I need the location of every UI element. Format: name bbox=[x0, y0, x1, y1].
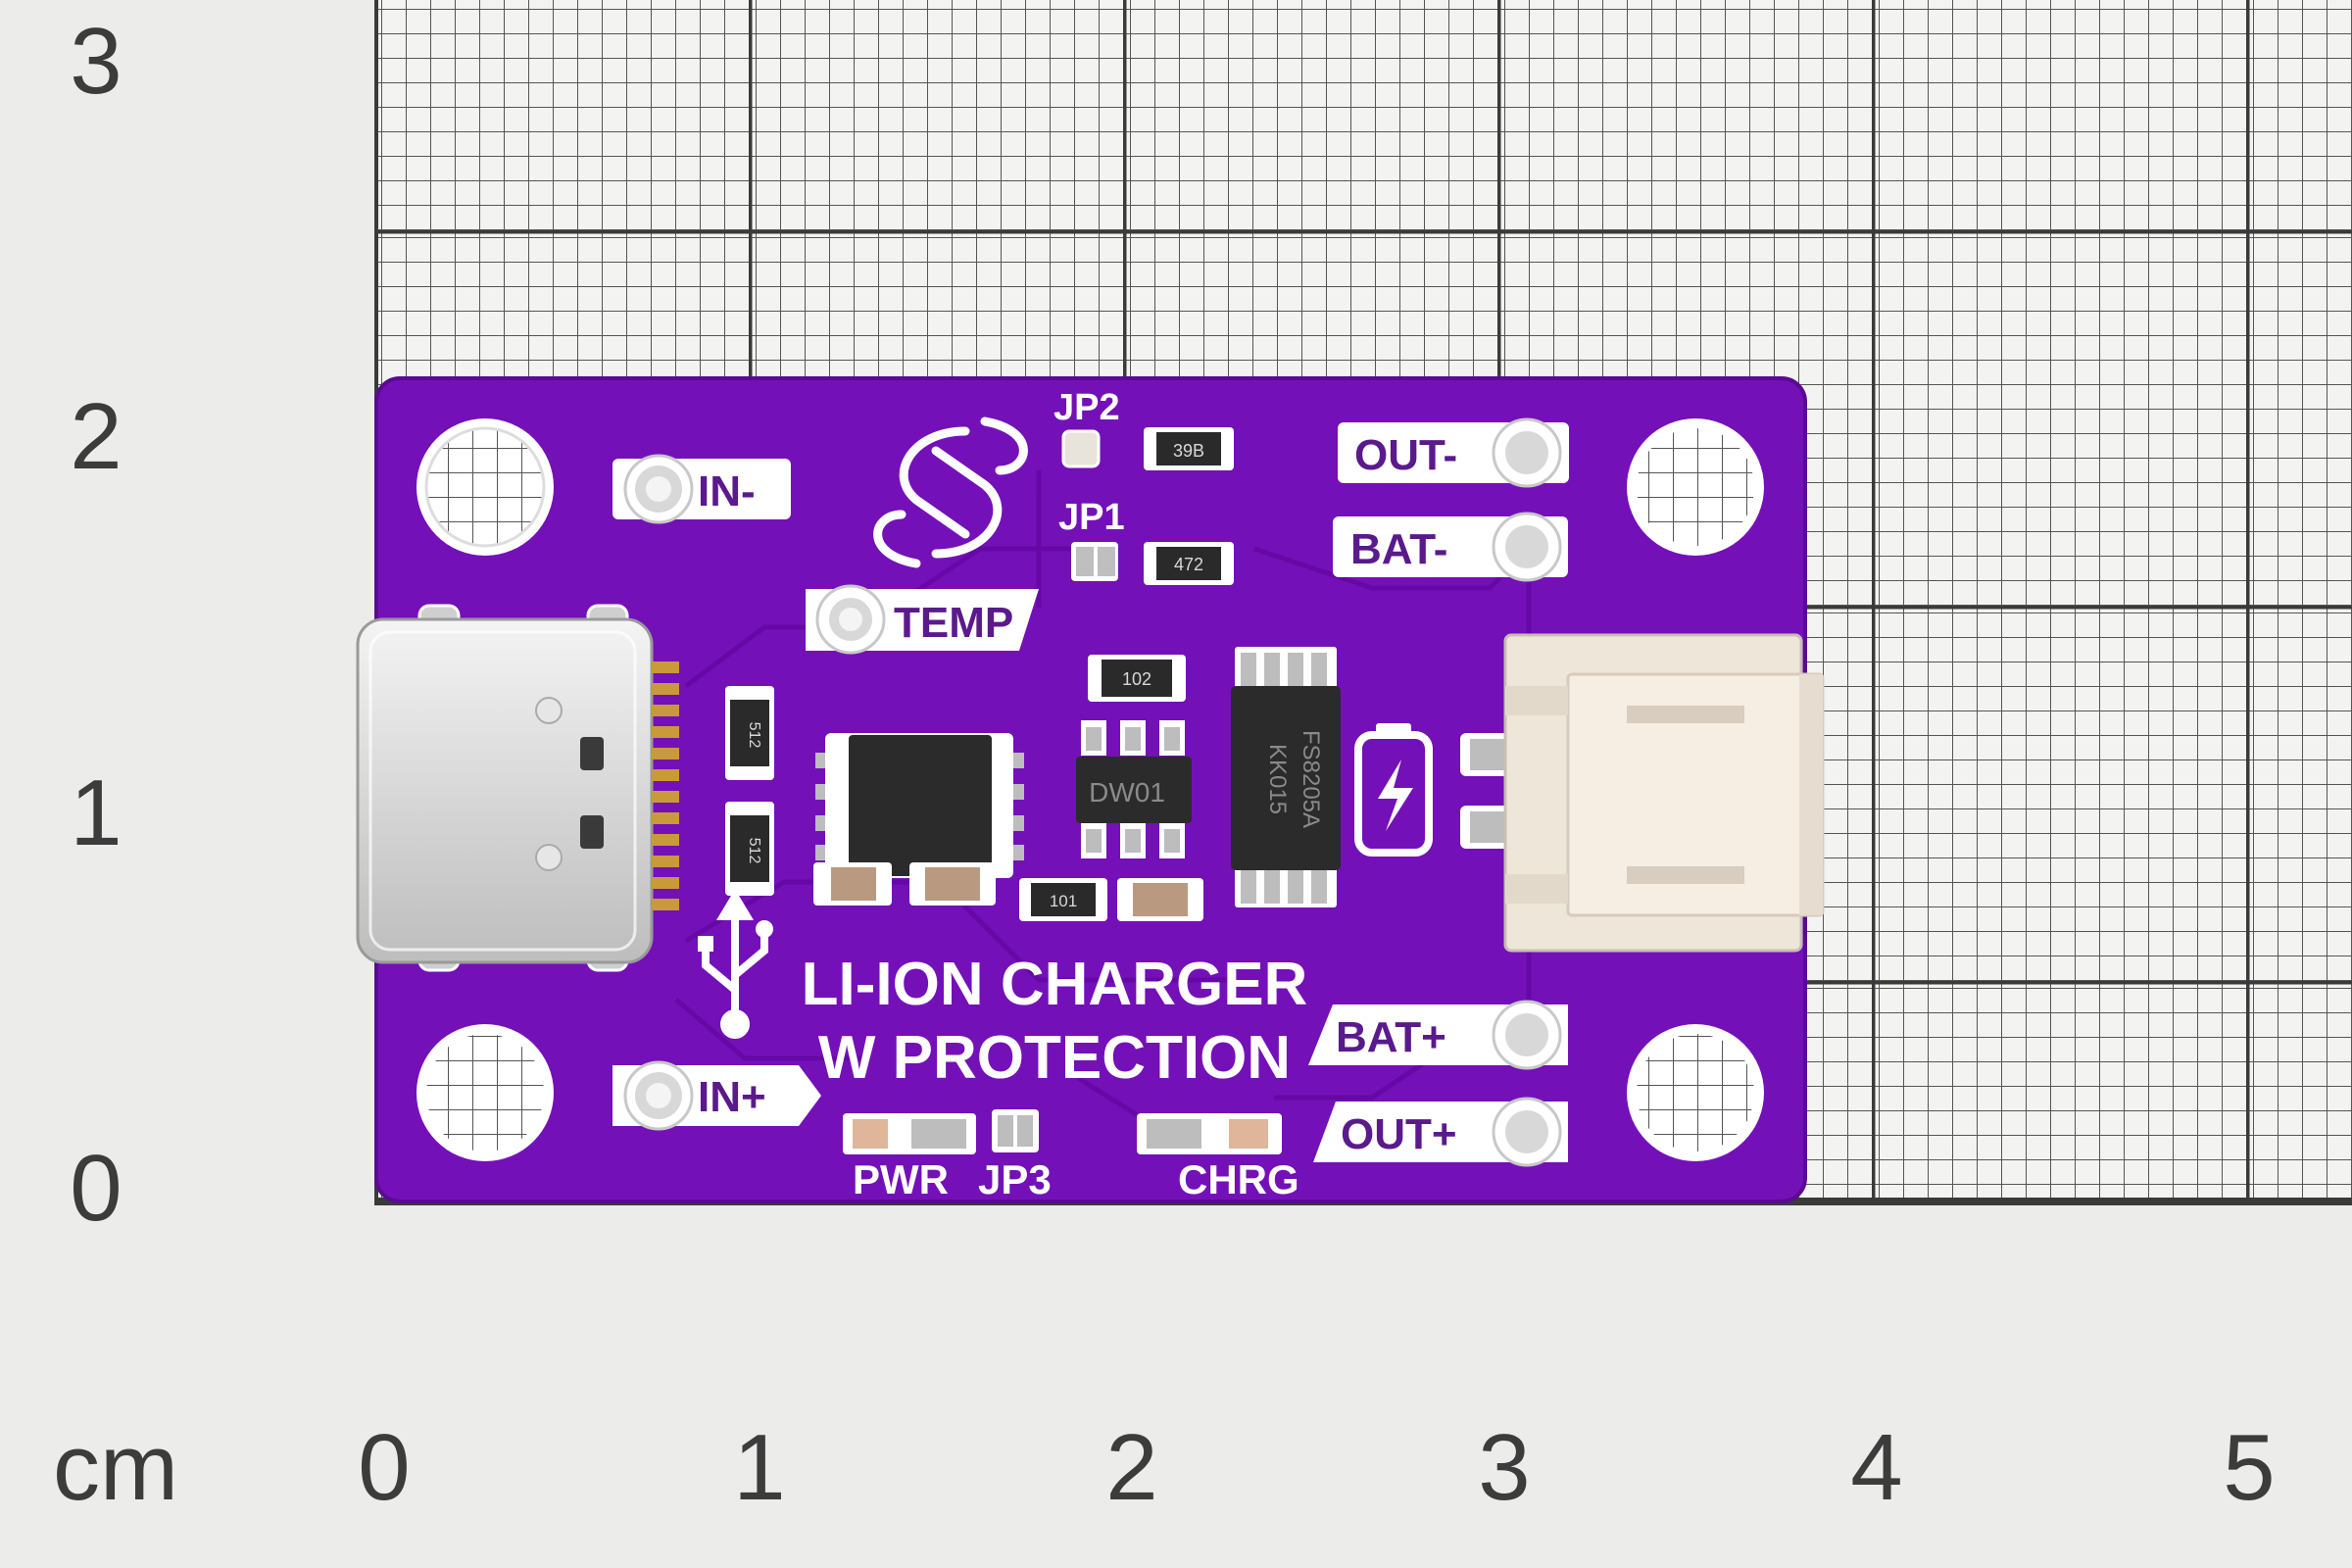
ruler-x-labels: cm 0 1 2 3 4 5 bbox=[53, 1415, 2276, 1520]
x-tick-1: 1 bbox=[733, 1415, 785, 1520]
usb-icon bbox=[698, 889, 773, 1039]
pad-in-minus: IN- bbox=[612, 454, 791, 524]
mosfet-marking-2: KK015 bbox=[1264, 744, 1291, 814]
label-in-minus: IN- bbox=[698, 467, 756, 515]
jst-battery-connector bbox=[1503, 633, 1825, 953]
pad-out-minus: OUT- bbox=[1338, 417, 1569, 488]
svg-text:102: 102 bbox=[1122, 669, 1152, 689]
x-tick-2: 2 bbox=[1105, 1415, 1157, 1520]
label-out-minus: OUT- bbox=[1354, 431, 1457, 479]
protection-ic-dw01: DW01 bbox=[1076, 720, 1192, 858]
led-pwr: PWR bbox=[843, 1113, 976, 1202]
resistor-101: 101 bbox=[1019, 878, 1107, 921]
board-title-line1: LI-ION CHARGER bbox=[802, 951, 1308, 1018]
jumper-jp1: JP1 472 bbox=[1058, 497, 1234, 585]
y-tick-0: 0 bbox=[70, 1136, 122, 1241]
mosfet-marking-1: FS8205A bbox=[1298, 730, 1324, 828]
resistor-jp1-code: 472 bbox=[1174, 555, 1203, 574]
y-tick-3: 3 bbox=[70, 9, 122, 114]
label-chrg: CHRG bbox=[1178, 1156, 1299, 1202]
pad-in-plus: IN+ bbox=[612, 1060, 821, 1131]
brand-logo-icon bbox=[873, 416, 1028, 568]
y-tick-1: 1 bbox=[70, 760, 122, 865]
x-tick-4: 4 bbox=[1850, 1415, 1902, 1520]
pcb-board: IN- IN+ TEMP OUT- BAT- bbox=[356, 376, 1807, 1203]
label-bat-minus: BAT- bbox=[1350, 525, 1447, 573]
y-tick-2: 2 bbox=[70, 384, 122, 489]
label-pwr: PWR bbox=[853, 1156, 949, 1202]
label-bat-plus: BAT+ bbox=[1336, 1013, 1446, 1061]
resistor-cc2: 512 bbox=[725, 802, 774, 896]
charger-ic bbox=[815, 733, 1024, 878]
resistor-102: 102 bbox=[1088, 655, 1186, 702]
label-temp: TEMP bbox=[894, 599, 1013, 647]
usb-c-pins bbox=[652, 662, 679, 910]
dw01-marking: DW01 bbox=[1089, 777, 1165, 808]
ruler-y-labels: 3 2 1 0 bbox=[70, 9, 122, 1241]
mounting-hole-bottom-left bbox=[416, 1024, 554, 1161]
mosfet-ic-fs8205a: FS8205A KK015 bbox=[1231, 647, 1341, 907]
usb-c-connector bbox=[356, 604, 679, 972]
led-chrg: CHRG bbox=[1137, 1113, 1299, 1202]
pad-temp: TEMP bbox=[806, 584, 1039, 655]
svg-text:JP3: JP3 bbox=[978, 1156, 1052, 1202]
resistor-jp2-code: 39B bbox=[1173, 441, 1204, 461]
x-tick-5: 5 bbox=[2223, 1415, 2275, 1520]
label-out-plus: OUT+ bbox=[1341, 1110, 1457, 1158]
x-tick-3: 3 bbox=[1478, 1415, 1530, 1520]
pad-out-plus: OUT+ bbox=[1313, 1097, 1568, 1167]
jumper-jp2: JP2 39B bbox=[1054, 387, 1234, 470]
battery-charge-icon bbox=[1354, 723, 1433, 857]
pad-bat-plus: BAT+ bbox=[1308, 1000, 1568, 1070]
mounting-hole-bottom-right bbox=[1627, 1024, 1764, 1161]
resistor-cc1: 512 bbox=[725, 686, 774, 780]
svg-text:512: 512 bbox=[746, 838, 762, 864]
jumper-jp3: JP3 bbox=[978, 1109, 1052, 1202]
board-title-line2: W PROTECTION bbox=[818, 1024, 1291, 1092]
svg-text:JP2: JP2 bbox=[1054, 387, 1120, 428]
mounting-hole-top-right bbox=[1627, 418, 1764, 556]
capacitors bbox=[813, 862, 1203, 921]
mounting-hole-top-left bbox=[416, 418, 554, 556]
unit-label: cm bbox=[53, 1415, 178, 1520]
svg-text:101: 101 bbox=[1050, 892, 1077, 910]
svg-text:JP1: JP1 bbox=[1058, 497, 1125, 538]
x-tick-0: 0 bbox=[358, 1415, 410, 1520]
pad-bat-minus: BAT- bbox=[1333, 512, 1568, 582]
svg-text:512: 512 bbox=[746, 722, 762, 749]
label-in-plus: IN+ bbox=[698, 1073, 766, 1121]
